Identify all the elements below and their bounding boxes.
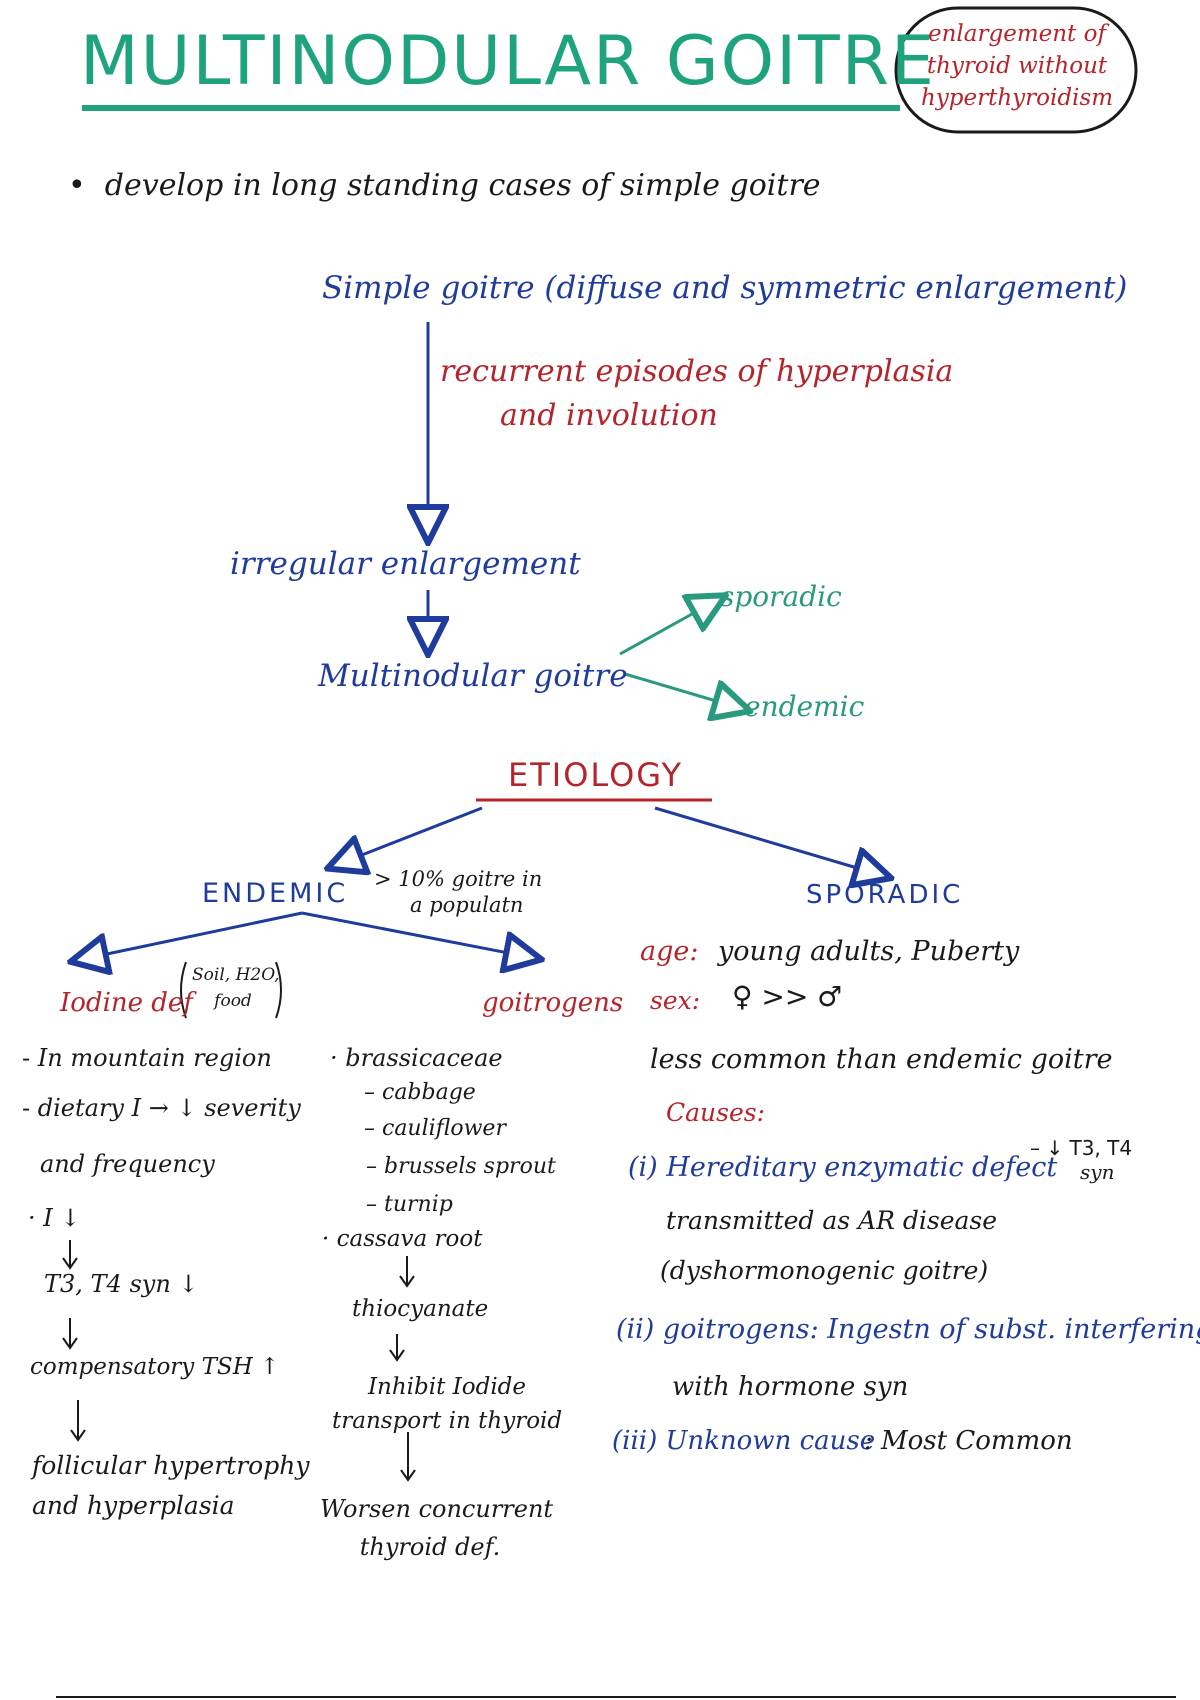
sporadic-sex-label: sex: (650, 986, 701, 1015)
intro-text: develop in long standing cases of simple… (104, 168, 821, 203)
iodine-def-label: Iodine def (60, 988, 193, 1018)
cause-1: (i) Hereditary enzymatic defect (628, 1152, 1058, 1183)
goitrogen-item: – brussels sprout (366, 1154, 556, 1179)
iodine-t3t4: T3, T4 syn ↓ (44, 1270, 199, 1298)
mng-label: Multinodular goitre (318, 658, 628, 694)
endemic-note-line: a populatn (410, 893, 524, 917)
recurrent-line: and involution (500, 398, 718, 433)
sporadic-causes-label: Causes: (666, 1098, 766, 1127)
iodine-dietary: - dietary I → ↓ severity (22, 1094, 301, 1122)
arrow-endemic-iodine (88, 911, 303, 958)
iodine-mountain: - In mountain region (22, 1044, 272, 1072)
arrow-endemic-goitrogens (301, 911, 524, 956)
iodine-source-line: food (214, 991, 252, 1011)
goitrogens-label: goitrogens (482, 988, 624, 1018)
goitrogen-worsen-line: Worsen concurrent (320, 1495, 554, 1523)
recurrent-label: recurrent episodes of hyperplasia and in… (440, 350, 953, 438)
sporadic-age-label: age: (640, 936, 699, 967)
cause-1-line2: transmitted as AR disease (666, 1206, 998, 1235)
recurrent-line: recurrent episodes of hyperplasia (440, 354, 954, 389)
definition-line: hyperthyroidism (920, 85, 1114, 111)
intro-bullet: • develop in long standing cases of simp… (68, 168, 821, 203)
iodine-mountain-text: In mountain region (37, 1044, 272, 1072)
iodine-follicular: follicular hypertrophy and hyperplasia (32, 1446, 309, 1526)
goitrogen-inhibit-line: Inhibit Iodide (367, 1374, 527, 1400)
irregular-label: irregular enlargement (230, 546, 581, 582)
iodine-follicular-line: follicular hypertrophy (32, 1451, 310, 1480)
arrow-to-sporadic (619, 604, 710, 656)
sporadic-sex-value: ♀ >> ♂ (732, 980, 843, 1013)
cause-2-line2: with hormone syn (672, 1372, 909, 1402)
goitrogen-item: – cabbage (364, 1080, 476, 1105)
endemic-note-line: > 10% goitre in (374, 867, 543, 891)
endemic-note: > 10% goitre in a populatn (374, 866, 542, 918)
sporadic-heading: SPORADIC (806, 880, 964, 910)
cause-1-effect-syn: syn (1080, 1160, 1115, 1184)
goitrogen-worsen: Worsen concurrent thyroid def. (320, 1490, 554, 1566)
arrow-etiology-sporadic (654, 806, 874, 873)
iodine-tsh: compensatory TSH ↑ (30, 1354, 280, 1380)
iodine-i-down-text: I ↓ (43, 1204, 81, 1232)
goitrogen-thiocyanate: thiocyanate (352, 1296, 489, 1322)
arrow-etiology-endemic (344, 806, 483, 862)
iodine-i-down: · I ↓ (28, 1204, 81, 1232)
iodine-frequency: and frequency (40, 1150, 215, 1178)
cause-1-effect: – ↓ T3, T4 (1030, 1136, 1133, 1160)
goitrogen-cassava: · cassava root (322, 1226, 483, 1252)
cause-3-value: : Most Common (864, 1426, 1073, 1456)
endemic-heading: ENDEMIC (202, 878, 349, 909)
goitrogen-inhibit-line: transport in thyroid (332, 1408, 563, 1434)
iodine-sources: Soil, H2O, food (192, 962, 280, 1014)
goitrogen-brassicaceae-text: brassicaceae (345, 1044, 503, 1072)
iodine-source-line: Soil, H2O, (192, 965, 280, 985)
iodine-dietary-text: dietary I → ↓ severity (37, 1094, 301, 1122)
page-title: MULTINODULAR GOITRE (80, 22, 936, 101)
endemic-flow-label: endemic (744, 690, 865, 723)
etiology-heading: ETIOLOGY (508, 756, 684, 794)
cause-3: (iii) Unknown cause (612, 1426, 876, 1456)
simple-goitre-label: Simple goitre (diffuse and symmetric enl… (322, 270, 1128, 306)
sporadic-age-value: young adults, Puberty (718, 936, 1020, 967)
cause-1-line3: (dyshormonogenic goitre) (660, 1256, 989, 1285)
goitrogen-item: – cauliflower (364, 1116, 506, 1141)
goitrogen-brassicaceae: · brassicaceae (330, 1044, 503, 1072)
definition-bubble (894, 6, 1138, 134)
goitrogen-item: – turnip (366, 1192, 453, 1217)
sporadic-less-common: less common than endemic goitre (650, 1044, 1113, 1075)
goitrogen-worsen-line: thyroid def. (359, 1533, 501, 1561)
sporadic-flow-label: sporadic (720, 580, 842, 613)
cause-2: (ii) goitrogens: Ingestn of subst. inter… (616, 1314, 1200, 1345)
arrow-to-endemic (624, 672, 733, 706)
iodine-follicular-line: and hyperplasia (32, 1491, 235, 1520)
iodine-sources-bracket (180, 961, 282, 1019)
definition-text: enlargement of thyroid without hyperthyr… (912, 18, 1122, 114)
definition-line: enlargement of (928, 21, 1106, 47)
definition-line: thyroid without (926, 53, 1108, 79)
goitrogen-inhibit: Inhibit Iodide transport in thyroid (332, 1370, 562, 1438)
goitrogen-cassava-text: cassava root (336, 1226, 483, 1252)
